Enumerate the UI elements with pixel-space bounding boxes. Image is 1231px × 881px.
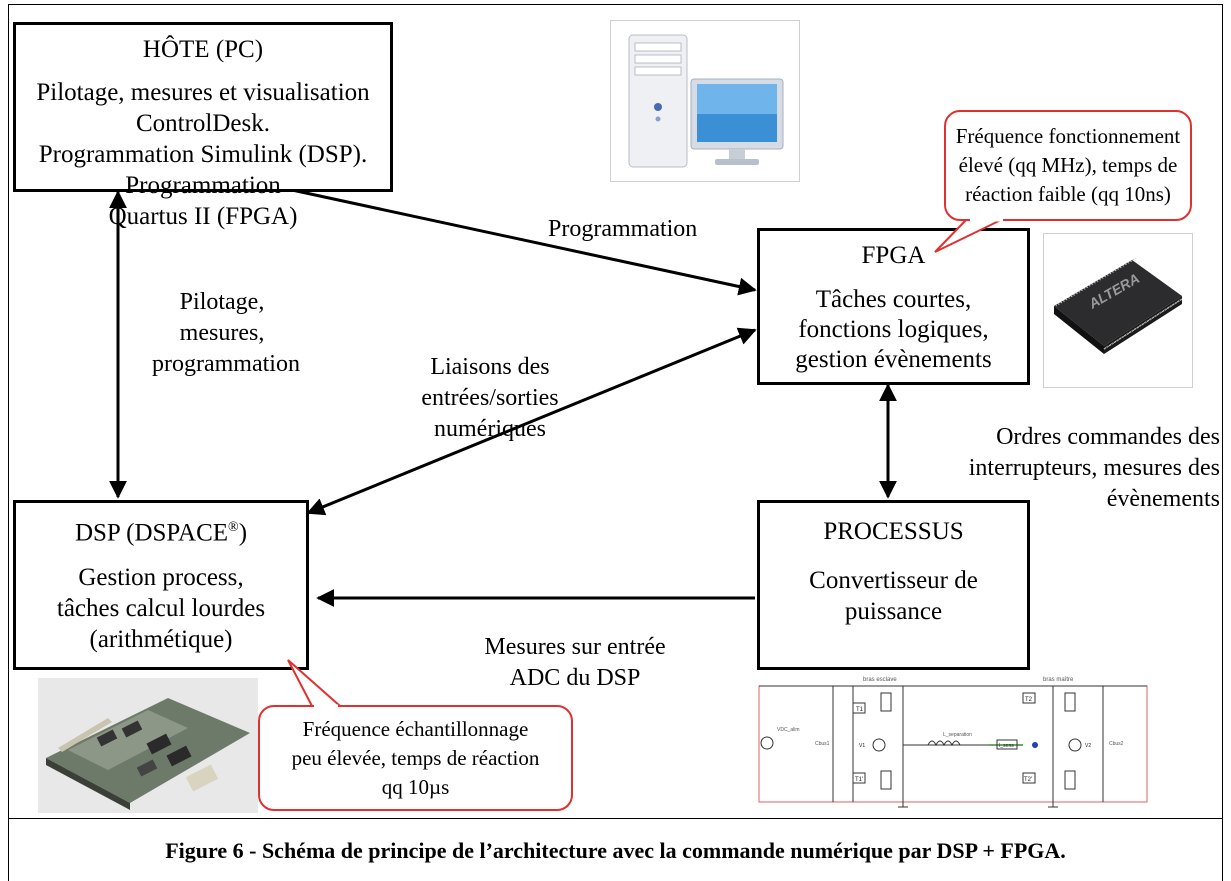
schematic-label: T2 bbox=[1025, 697, 1033, 703]
processus-title: PROCESSUS bbox=[823, 518, 964, 545]
dsp-line: Gestion process, bbox=[78, 564, 244, 592]
schematic-label: T2' bbox=[1024, 777, 1032, 783]
host-title: HÔTE (PC) bbox=[142, 36, 264, 63]
schematic-label: T1 bbox=[856, 707, 864, 713]
label-liaisons-line: numériques bbox=[434, 416, 546, 442]
label-ordres-line: évènements bbox=[1106, 486, 1220, 512]
fpga-title: FPGA bbox=[861, 242, 926, 269]
frame-right bbox=[1222, 4, 1223, 881]
label-pilotage-line: Pilotage, bbox=[179, 289, 265, 315]
fpga-box: FPGA Tâches courtes, fonctions logiques,… bbox=[757, 228, 1030, 385]
dsp-title-text: DSP (DSPACE bbox=[74, 519, 229, 547]
schematic-label: T1' bbox=[855, 777, 863, 783]
schematic-label: bras maître bbox=[1043, 677, 1074, 683]
host-line: Programmation Simulink (DSP). Programmat… bbox=[38, 141, 368, 199]
fpga-line: Tâches courtes, bbox=[815, 286, 972, 313]
label-ordres-line: interrupteurs, mesures des bbox=[968, 455, 1220, 481]
fpga-line: gestion évènements bbox=[795, 346, 992, 373]
host-line: Pilotage, mesures et visualisation Contr… bbox=[36, 79, 370, 137]
processus-box: PROCESSUS Convertisseur de puissance bbox=[757, 500, 1030, 670]
arrow-dsp-fpga bbox=[306, 327, 757, 516]
schematic-label: VDC_alim bbox=[777, 727, 800, 733]
label-pilotage-line: programmation bbox=[152, 351, 300, 377]
schematic-label: V2 bbox=[1085, 743, 1091, 749]
label-mesures-adc-line: Mesures sur entrée bbox=[484, 634, 666, 660]
label-pilotage-line: mesures, bbox=[179, 320, 265, 346]
schematic-label: Cbus2 bbox=[1109, 741, 1124, 747]
fpga-callout: Fréquence fonctionnement élevé (qq MHz),… bbox=[944, 110, 1192, 221]
dsp-title-sup: ® bbox=[228, 520, 239, 535]
processus-line: puissance bbox=[844, 598, 943, 625]
schematic-label: I_sens bbox=[999, 743, 1014, 749]
figure-caption: Figure 6 - Schéma de principe de l’archi… bbox=[165, 838, 1066, 863]
dsp-line: tâches calcul lourdes bbox=[56, 595, 266, 623]
dsp-box: DSP (DSPACE®) Gestion process, tâches ca… bbox=[13, 500, 309, 670]
schematic-label: bras esclave bbox=[863, 677, 897, 683]
dsp-callout-line: Fréquence échantillonnage bbox=[302, 717, 529, 741]
dsp-title: DSP (DSPACE®) bbox=[16, 513, 306, 548]
label-mesures-adc-line: ADC du DSP bbox=[509, 665, 641, 691]
fpga-chip-photo: ALTERA bbox=[1054, 257, 1183, 354]
dspace-board-photo bbox=[38, 678, 258, 813]
frame-top bbox=[8, 4, 1223, 5]
fpga-callout-line: réaction faible (qq 10ns) bbox=[965, 182, 1171, 206]
label-programmation: Programmation bbox=[548, 216, 698, 242]
fpga-callout-line: Fréquence fonctionnement bbox=[955, 124, 1181, 148]
computer-icon bbox=[628, 34, 784, 168]
label-liaisons: Liaisons des entrées/sorties numériques bbox=[395, 352, 585, 445]
frame-left bbox=[8, 4, 9, 881]
label-mesures-adc: Mesures sur entrée ADC du DSP bbox=[455, 632, 695, 694]
processus-line: Convertisseur de bbox=[809, 567, 978, 594]
label-liaisons-line: entrées/sorties bbox=[421, 385, 559, 411]
schematic-label: L_separation bbox=[943, 732, 972, 738]
fpga-line: fonctions logiques, bbox=[798, 316, 989, 343]
dspace-board-image bbox=[38, 678, 258, 813]
computer-image bbox=[610, 20, 800, 182]
fpga-chip-image: ALTERA bbox=[1043, 233, 1193, 388]
frame-separator bbox=[8, 818, 1223, 819]
host-line: Quartus II (FPGA) bbox=[108, 203, 298, 230]
label-ordres: Ordres commandes des interrupteurs, mesu… bbox=[915, 422, 1220, 515]
fpga-callout-line: élevé (qq MHz), temps de bbox=[958, 153, 1178, 177]
host-box: HÔTE (PC) Pilotage, mesures et visualisa… bbox=[13, 22, 393, 230]
label-pilotage: Pilotage, mesures, programmation bbox=[152, 287, 300, 380]
schematic-label: V1 bbox=[859, 743, 865, 749]
power-converter-schematic-image: bras esclave bras maître VDC_alim Cbus1 … bbox=[753, 673, 1153, 813]
schematic-label: Cbus1 bbox=[815, 741, 830, 747]
dsp-title-end: ) bbox=[238, 519, 248, 547]
dsp-callout-line: peu élevée, temps de réaction bbox=[291, 746, 540, 770]
dsp-callout-line: qq 10µs bbox=[381, 775, 450, 799]
label-liaisons-line: Liaisons des bbox=[430, 354, 550, 380]
arrow-host-fpga bbox=[291, 188, 757, 296]
label-ordres-line: Ordres commandes des bbox=[996, 424, 1220, 450]
power-converter-schematic: bras esclave bras maître VDC_alim Cbus1 … bbox=[758, 677, 1148, 808]
dsp-callout: Fréquence échantillonnage peu élevée, te… bbox=[258, 705, 573, 811]
dsp-line: (arithmétique) bbox=[89, 626, 233, 654]
